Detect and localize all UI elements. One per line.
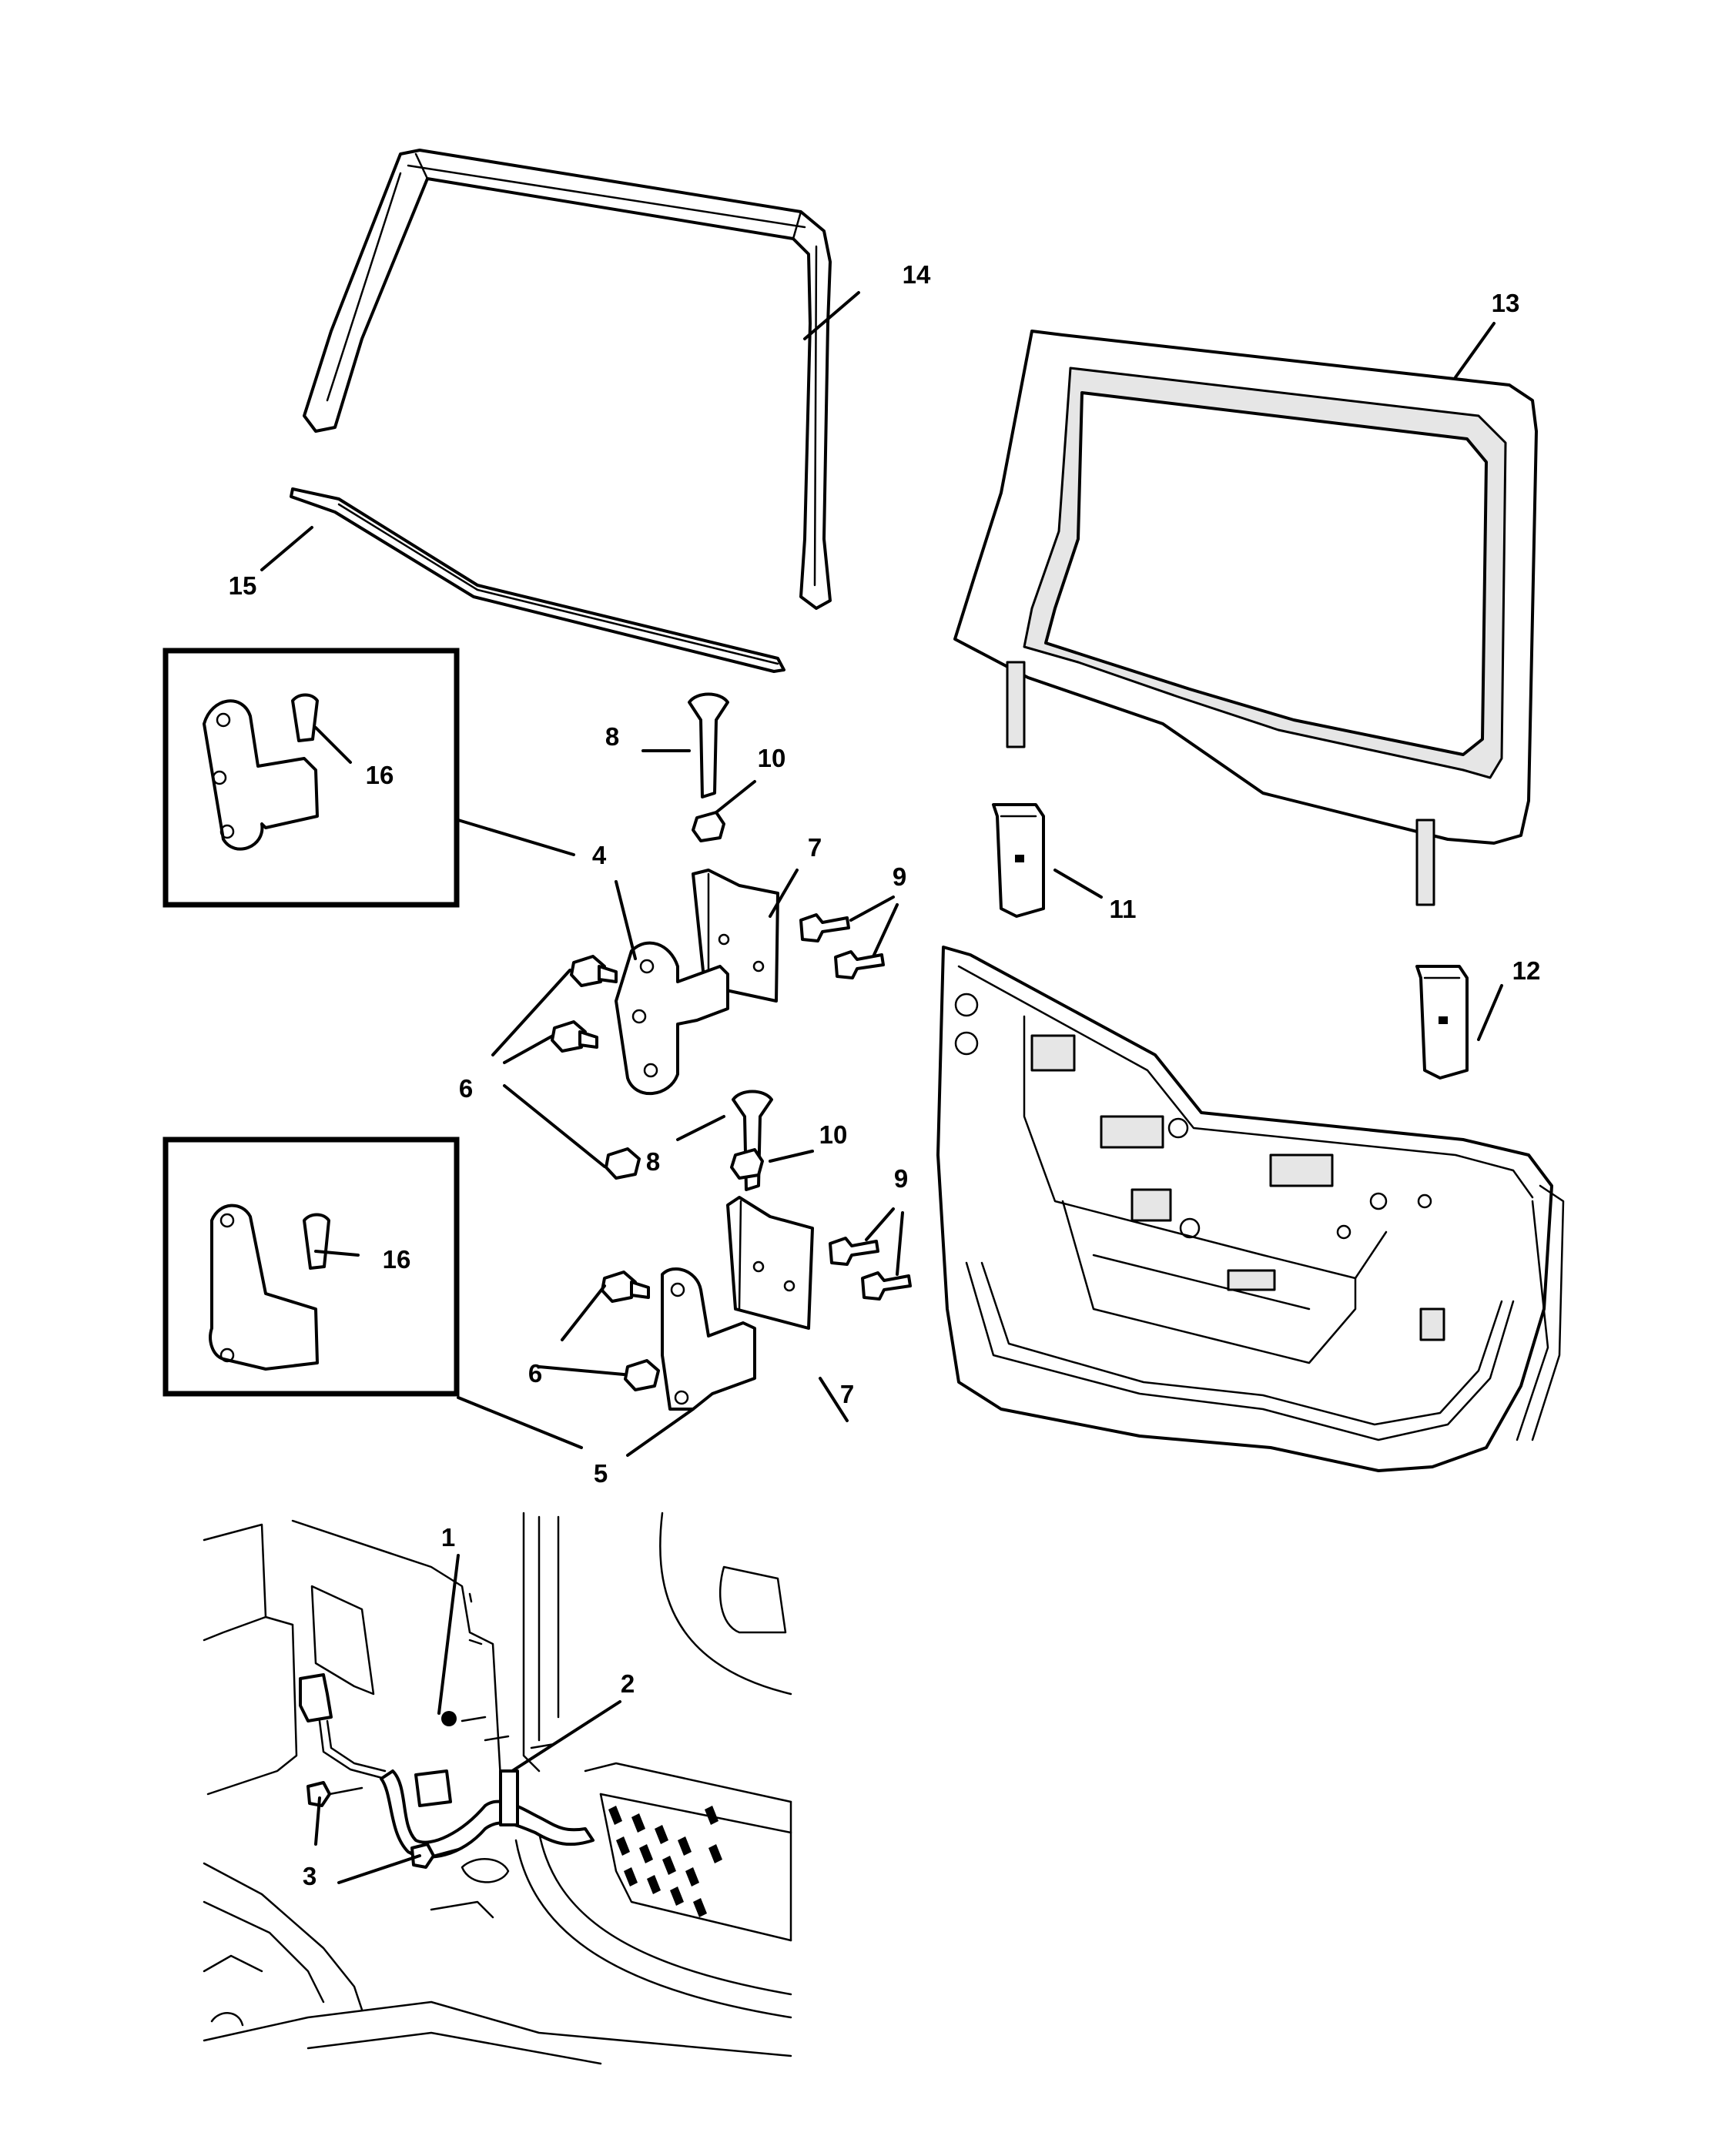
callout-9b: 9 <box>894 1164 908 1193</box>
callout-10a: 10 <box>758 744 786 772</box>
part-9-bolts <box>799 913 912 1301</box>
part-10-nut-upper <box>692 811 725 842</box>
part-12-bracket <box>1415 965 1469 1080</box>
detail-box-upper <box>162 648 460 908</box>
callout-10b: 10 <box>819 1120 848 1149</box>
callout-7b: 7 <box>840 1380 854 1408</box>
part-15-weatherstrip <box>290 487 785 673</box>
callout-4: 4 <box>592 841 607 869</box>
callout-6a: 6 <box>459 1074 473 1103</box>
callout-6b: 6 <box>528 1359 542 1388</box>
part-4-hinge-upper <box>615 941 729 1096</box>
callout-11: 11 <box>1110 895 1137 923</box>
callout-16a: 16 <box>366 761 394 789</box>
part-8-hinge-pin-lower <box>732 1090 773 1191</box>
part-14-window-frame <box>303 149 832 610</box>
part-11-bracket <box>992 803 1045 918</box>
part-7-hinge-plate-lower <box>726 1196 814 1330</box>
callout-8a: 8 <box>605 722 619 751</box>
part-8-hinge-pin-upper <box>688 692 729 798</box>
callout-7a: 7 <box>808 833 822 862</box>
callout-2: 2 <box>621 1669 635 1698</box>
part-5-hinge-lower <box>661 1267 756 1411</box>
callout-8b: 8 <box>646 1147 660 1176</box>
callout-labels: 1 2 3 4 5 6 6 7 7 8 8 9 9 10 10 11 12 13… <box>229 260 1541 1890</box>
part-6-bolts <box>551 955 660 1391</box>
callout-16b: 16 <box>383 1245 411 1274</box>
callout-9a: 9 <box>893 862 906 891</box>
part-13-upper-door <box>953 330 1538 906</box>
callout-12: 12 <box>1512 956 1541 985</box>
callout-15: 15 <box>229 571 257 600</box>
floor-inset <box>203 1511 792 2081</box>
detail-box-lower <box>162 1137 460 1397</box>
lower-door-panel <box>936 946 1565 1472</box>
callout-5: 5 <box>594 1459 608 1488</box>
callout-3: 3 <box>303 1862 317 1890</box>
leader-lines <box>260 291 1503 1884</box>
callout-13: 13 <box>1492 289 1520 317</box>
callout-1: 1 <box>441 1523 455 1552</box>
part-10-nut-lower <box>730 1148 764 1180</box>
callout-14: 14 <box>903 260 931 289</box>
